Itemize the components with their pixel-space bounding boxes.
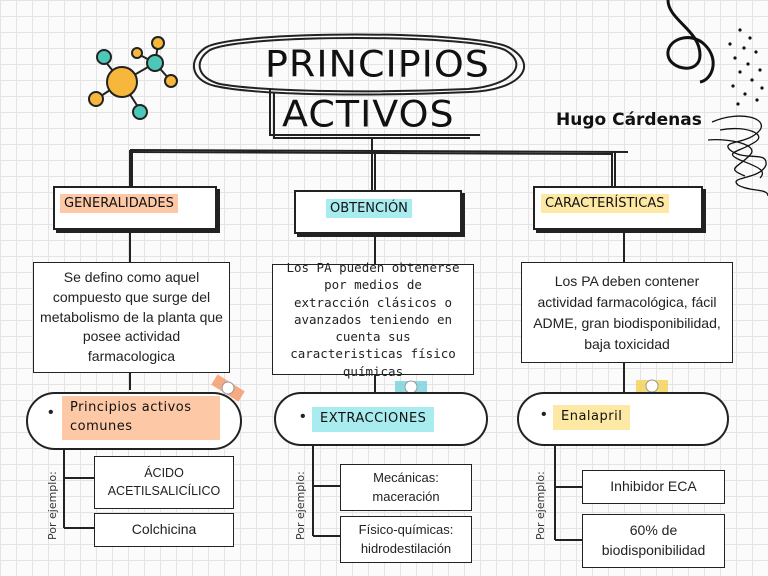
header-obtencion: OBTENCIÓN xyxy=(326,199,412,218)
example-mecanicas: Mecánicas: maceración xyxy=(340,464,472,511)
example-inhibidor-eca: Inhibidor ECA xyxy=(582,470,725,504)
example-colchicina: Colchicina xyxy=(94,513,234,547)
bullet-icon: • xyxy=(48,404,54,421)
description-caracteristicas: Los PA deben contener actividad farmacol… xyxy=(521,262,733,363)
bullet-icon: • xyxy=(300,408,306,425)
header-caracteristicas: CARACTERÍSTICAS xyxy=(541,194,669,213)
por-ejemplo-label: Por ejemplo: xyxy=(46,471,59,540)
bullet-icon: • xyxy=(541,406,547,423)
example-acido-acetilsalicilico: ÁCIDO ACETILSALICÍLICO xyxy=(94,456,234,509)
pill-principios-activos-comunes: Principios activos comunes xyxy=(62,396,220,440)
por-ejemplo-label: Por ejemplo: xyxy=(294,471,307,540)
scribble-doodle xyxy=(707,115,768,197)
pill-extracciones: EXTRACCIONES xyxy=(312,407,435,432)
tape-decoration xyxy=(211,374,668,402)
title-line-1: PRINCIPIOS xyxy=(265,43,490,85)
description-obtencion: Los PA pueden obtenerse por medios de ex… xyxy=(272,260,474,379)
title-line-2: ACTIVOS xyxy=(282,93,455,135)
description-generalidades: Se defino como aquel compuesto que surge… xyxy=(33,262,230,373)
pill-enalapril: Enalapril xyxy=(553,405,631,430)
por-ejemplo-label: Por ejemplo: xyxy=(534,471,547,540)
author-name: Hugo Cárdenas xyxy=(556,110,702,130)
header-generalidades: GENERALIDADES xyxy=(60,194,178,213)
title-oval xyxy=(192,33,525,96)
example-fisico-quimicas: Físico-químicas: hidrodestilación xyxy=(340,516,472,563)
swirl-doodle xyxy=(666,0,715,84)
molecule-icon xyxy=(88,36,178,120)
example-biodisponibilidad: 60% de biodisponibilidad xyxy=(582,514,725,568)
dots-doodle xyxy=(728,28,764,106)
